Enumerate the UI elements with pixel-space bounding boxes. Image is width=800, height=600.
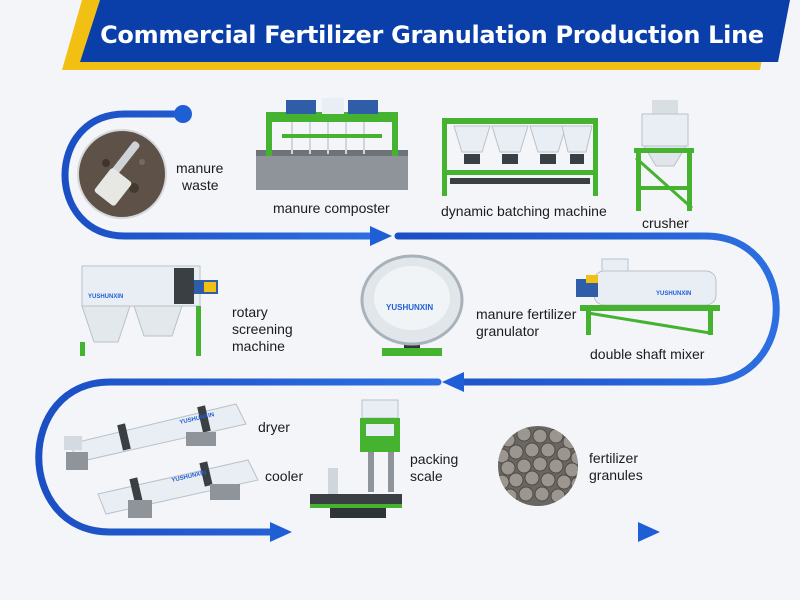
arrow-right-icon [638,522,660,542]
batching-machine-icon [440,112,600,198]
title-banner [62,0,790,70]
label-dynamic-batching-machine: dynamic batching machine [441,203,607,219]
composter-icon [252,92,412,194]
dryer-drum-icon: YUSHUNXIN [60,396,250,472]
label-cooler: cooler [265,468,304,484]
mixer-icon: YUSHUNXIN [574,257,724,339]
arrow-right-icon [370,226,392,246]
packing-scale-icon [306,396,406,522]
svg-text:YUSHUNXIN: YUSHUNXIN [656,291,691,297]
screening-machine-icon: YUSHUNXIN [78,262,224,358]
granulator-disc-icon: YUSHUNXIN [356,250,468,362]
arrow-right-icon [270,522,292,542]
page-title: Commercial Fertilizer Granulation Produc… [100,21,764,49]
label-dryer: dryer [258,419,290,435]
arrow-left-icon [442,372,464,392]
cooler-drum-icon: YUSHUNXIN [92,454,262,524]
svg-text:YUSHUNXIN: YUSHUNXIN [88,294,123,300]
flow-row-3 [35,378,442,536]
crusher-icon [630,98,698,214]
label-crusher: crusher [642,215,689,231]
flow-row-2 [394,232,780,386]
banner-blue-band [80,0,790,62]
granules-icon [496,424,580,508]
svg-text:YUSHUNXIN: YUSHUNXIN [386,303,433,312]
label-manure-composter: manure composter [273,200,390,216]
label-double-shaft-mixer: double shaft mixer [590,346,705,362]
flow-start-dot [174,105,192,123]
manure-pile-icon [76,128,168,220]
flow-row-1 [61,110,376,240]
